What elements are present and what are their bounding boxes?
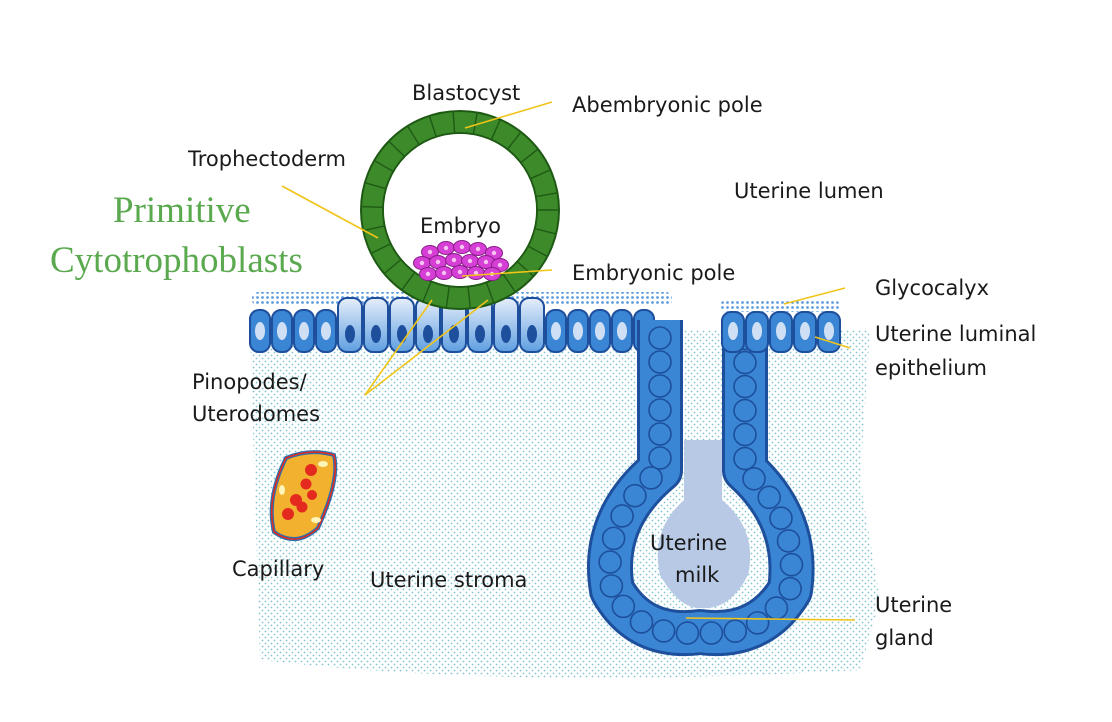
label-pinopodes: Pinopodes/ xyxy=(192,370,308,394)
label-uterine-lumen: Uterine lumen xyxy=(734,179,884,203)
label-cytotrophoblasts: Cytotrophoblasts xyxy=(50,240,303,281)
label-uterine-gland-1: Uterine xyxy=(875,593,952,617)
label-uterine-milk-1: Uterine xyxy=(650,531,727,555)
luminal-epithelium-left xyxy=(249,297,655,353)
uterine-milk-lumen xyxy=(657,440,751,609)
blastocyst xyxy=(360,110,560,310)
label-primitive: Primitive xyxy=(113,190,251,231)
label-embryo: Embryo xyxy=(420,214,501,238)
label-luminal-epithelium-1: Uterine luminal xyxy=(875,322,1036,346)
trophectoderm-cells xyxy=(361,111,559,309)
label-uterine-milk-2: milk xyxy=(675,563,720,587)
label-capillary: Capillary xyxy=(232,557,324,581)
label-uterodomes: Uterodomes xyxy=(192,402,320,426)
label-glycocalyx: Glycocalyx xyxy=(875,276,989,300)
label-embryonic-pole: Embryonic pole xyxy=(572,261,735,285)
label-trophectoderm: Trophectoderm xyxy=(187,147,346,171)
label-abembryonic-pole: Abembryonic pole xyxy=(572,93,763,117)
label-luminal-epithelium-2: epithelium xyxy=(875,356,987,380)
label-uterine-gland-2: gland xyxy=(875,626,934,650)
label-uterine-stroma: Uterine stroma xyxy=(370,568,527,592)
luminal-epithelium-right xyxy=(721,311,841,353)
capillary xyxy=(269,450,338,541)
embryo-cells xyxy=(413,240,509,281)
label-blastocyst: Blastocyst xyxy=(412,81,520,105)
leader-lines xyxy=(281,101,856,621)
uterine-gland xyxy=(587,320,815,656)
